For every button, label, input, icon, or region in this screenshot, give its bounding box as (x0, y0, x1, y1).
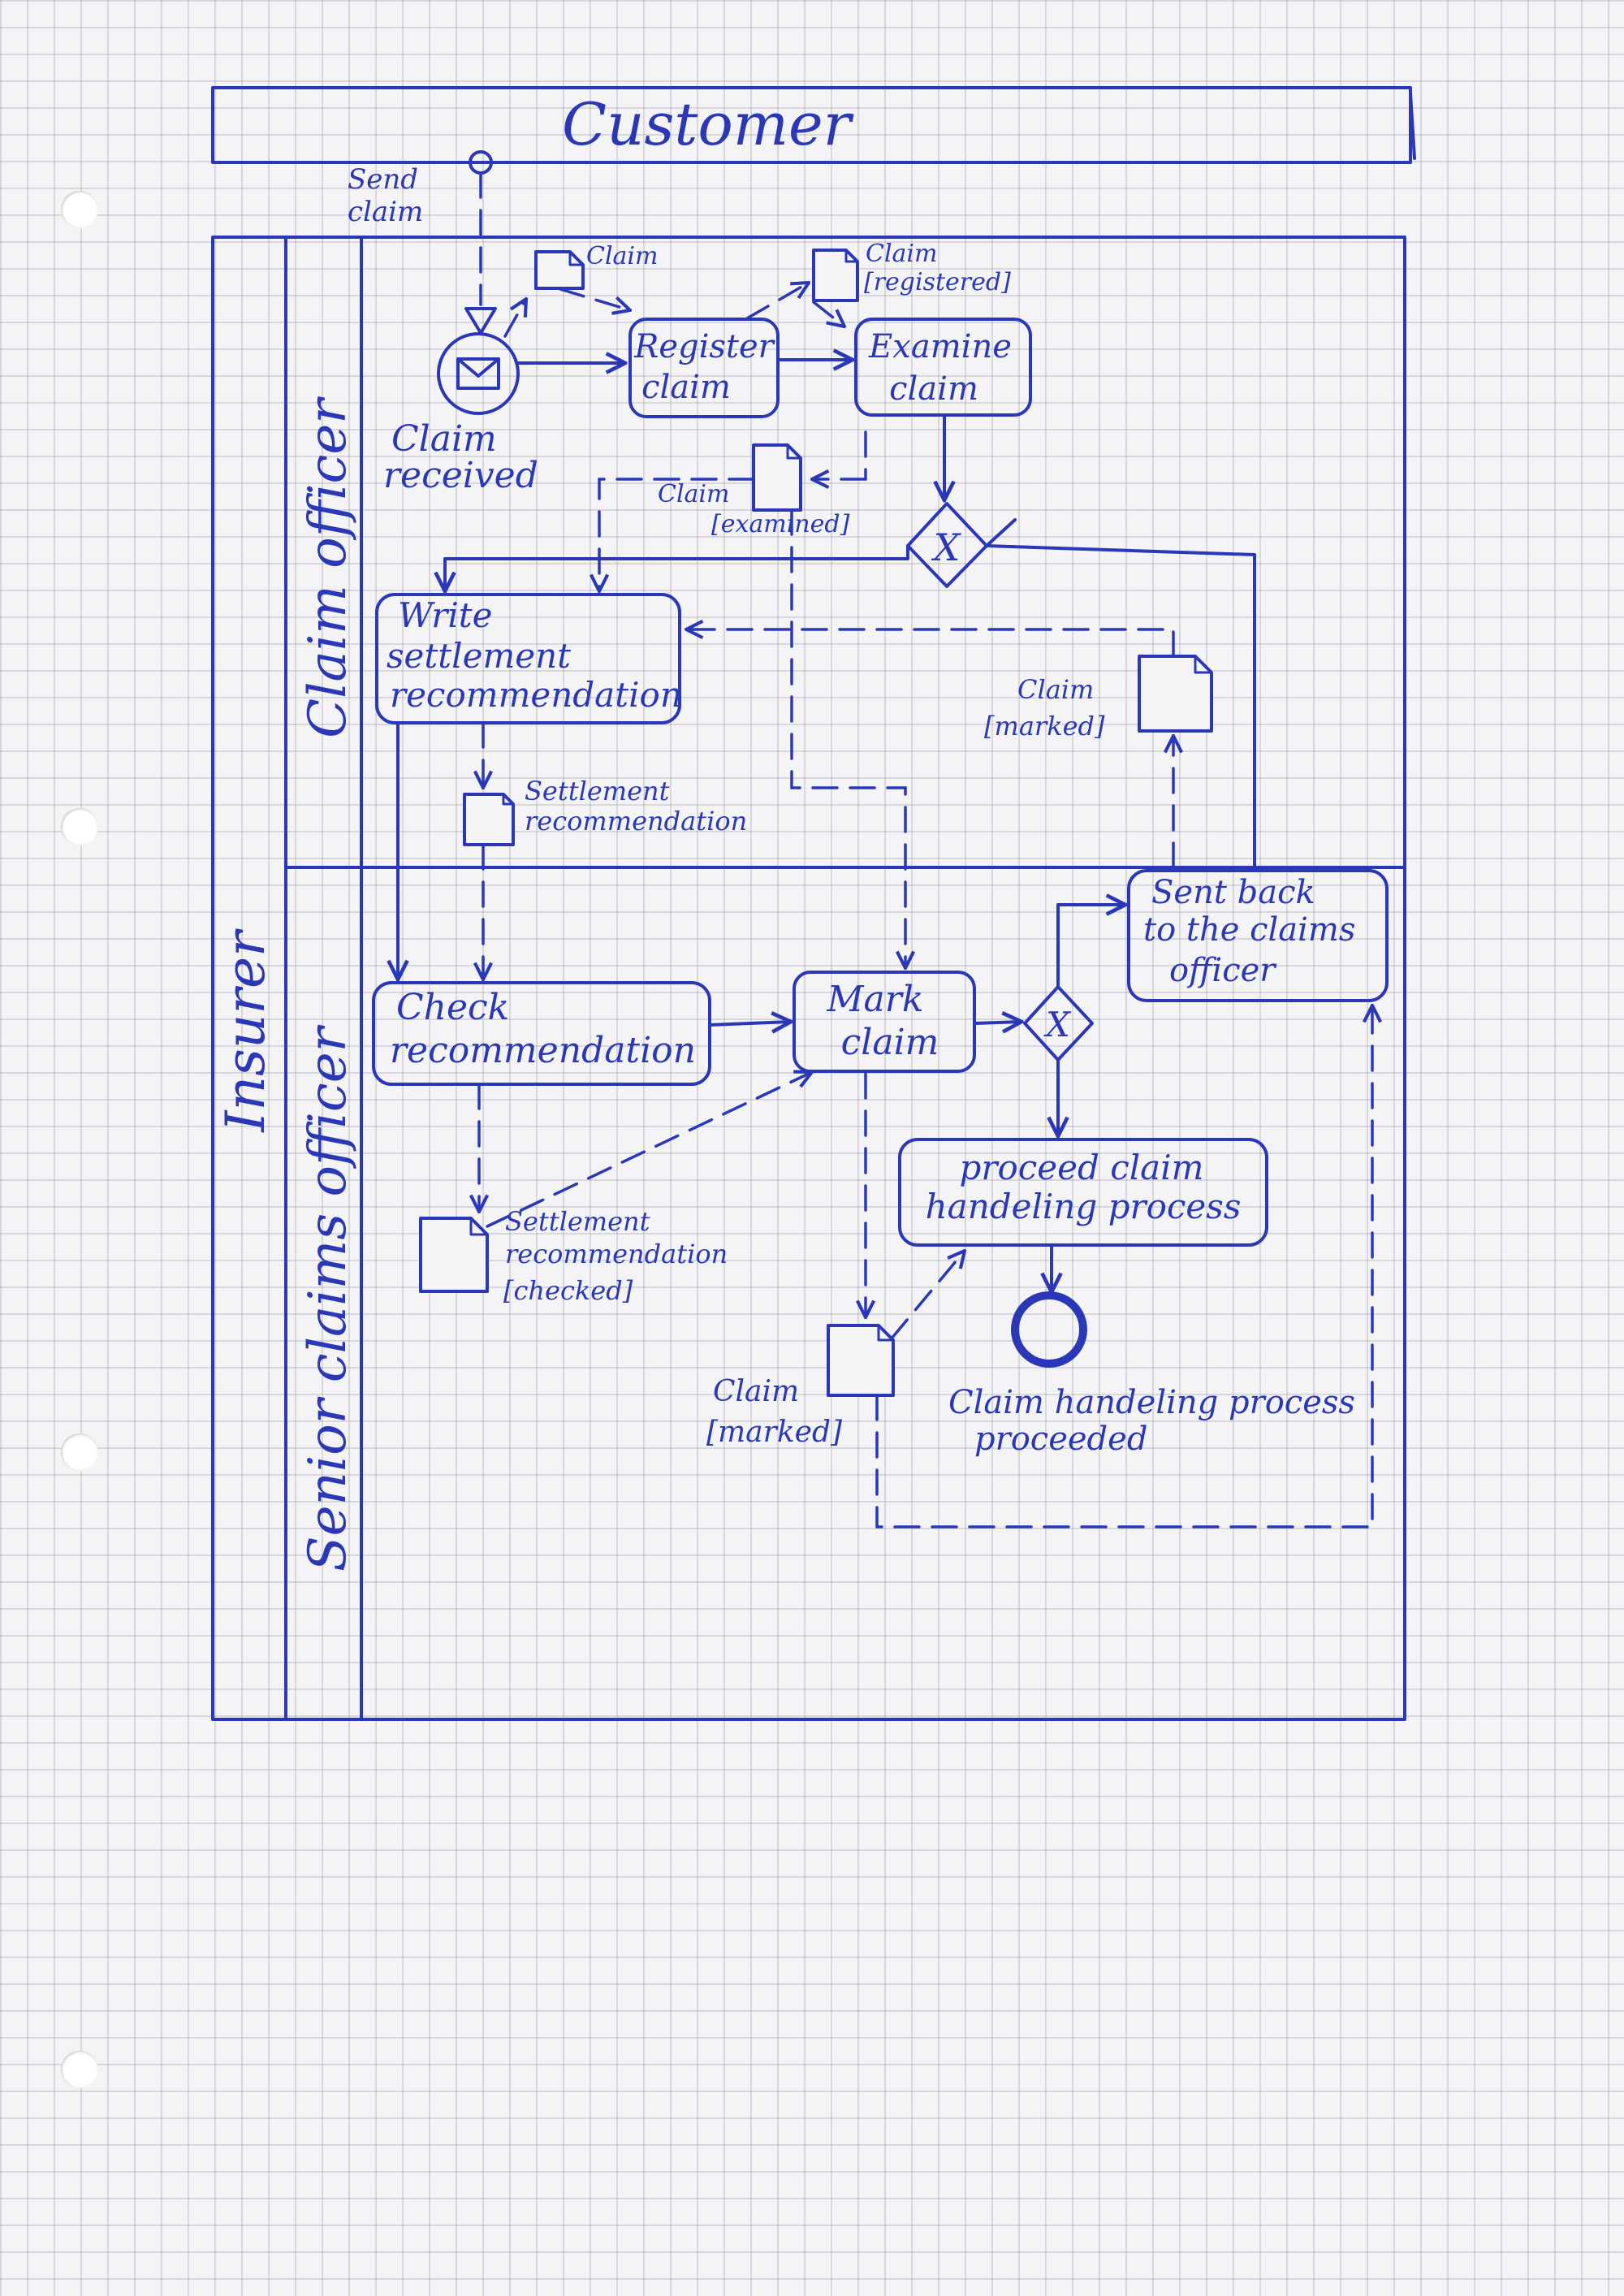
send-claim-label-line2: claim (348, 196, 423, 228)
claim-marked-top-label-line1: Claim (1017, 674, 1094, 705)
sent-back-label-line1: Sent back (1151, 874, 1315, 911)
claim-data-object-label: Claim (586, 242, 658, 270)
check-label-line1: Check (396, 987, 509, 1028)
settlement-recommendation-data-object: Settlement recommendation (463, 776, 747, 846)
mark-claim-label-line2: claim (841, 1022, 939, 1063)
senior-claims-officer-lane-label: Senior claims officer (298, 1024, 358, 1572)
check-label-line2: recommendation (390, 1030, 696, 1071)
data-associations (479, 283, 1372, 1529)
mark-exclusive-gateway: X (1023, 985, 1094, 1062)
proceed-claim-handling-task: proceed claim handeling process (898, 1138, 1268, 1247)
claim-examined-data-object: Claim [examined] (658, 443, 850, 538)
mark-claim-label-line1: Mark (827, 979, 924, 1020)
sent-back-task: Sent back to the claims officer (1127, 869, 1389, 1002)
examine-claim-task: Examine claim (854, 318, 1032, 417)
claim-registered-data-object: Claim [registered] (812, 240, 1011, 302)
claim-examined-label-line1: Claim (658, 480, 729, 508)
check-recommendation-task: Check recommendation (372, 981, 711, 1086)
claims-officer-lane: Claim officer (298, 396, 358, 738)
send-claim-label-line1: Send (348, 163, 418, 196)
claim-registered-label-line2: [registered] (864, 268, 1011, 296)
mark-claim-task: Mark claim (793, 971, 976, 1073)
punch-hole-bottom (61, 2051, 98, 2088)
customer-pool-label: Customer (562, 90, 854, 158)
send-claim-message-flow: Send claim (348, 150, 497, 335)
settlement-label-line1: Settlement (525, 776, 670, 806)
write-settlement-recommendation-task: Write settlement recommendation (375, 593, 682, 724)
settlement-label-line2: recommendation (525, 806, 747, 837)
insurer-pool: Insurer (211, 236, 1406, 1721)
examine-claim-label-line1: Examine (868, 328, 1012, 365)
examine-exclusive-gateway: X (906, 502, 988, 588)
claim-marked-bottom-data-object: Claim [marked] (706, 1324, 895, 1449)
claim-received-label-line1: Claim (391, 418, 497, 460)
claim-marked-bottom-label-line1: Claim (713, 1375, 799, 1408)
punch-hole-top (61, 191, 98, 228)
claim-marked-top-data-object: Claim [marked] (984, 655, 1213, 742)
proceed-label-line1: proceed claim (960, 1148, 1204, 1187)
end-event-label-line2: proceeded (974, 1420, 1147, 1458)
write-label-line1: Write (398, 595, 493, 635)
claim-marked-top-label-line2: [marked] (984, 711, 1105, 742)
register-claim-label-line1: Register (633, 328, 775, 365)
claim-received-start-event: Claim received (383, 332, 538, 496)
end-event-label-line1: Claim handeling process (948, 1384, 1355, 1421)
register-claim-task: Register claim (628, 318, 780, 418)
sequence-flows (398, 360, 1256, 1292)
mark-gateway-symbol: X (1043, 1005, 1072, 1044)
settlement-checked-label-line3: [checked] (503, 1275, 633, 1306)
claim-registered-label-line1: Claim (866, 240, 937, 268)
claim-data-object: Claim (534, 242, 658, 290)
proceed-label-line2: handeling process (926, 1187, 1242, 1226)
claim-marked-bottom-label-line2: [marked] (706, 1416, 843, 1449)
sent-back-label-line3: officer (1169, 952, 1277, 989)
examine-claim-label-line2: claim (889, 370, 978, 408)
write-label-line2: settlement (387, 636, 571, 676)
claims-officer-lane-label: Claim officer (298, 396, 358, 738)
insurer-pool-label: Insurer (214, 928, 277, 1133)
settlement-recommendation-checked-data-object: Settlement recommendation [checked] (419, 1206, 728, 1306)
write-label-line3: recommendation (390, 675, 682, 715)
customer-pool: Customer (211, 86, 1416, 164)
sent-back-label-line2: to the claims (1143, 911, 1355, 949)
senior-claims-officer-lane: Senior claims officer (298, 1024, 358, 1572)
claim-examined-label-line2: [examined] (711, 510, 850, 538)
settlement-checked-label-line1: Settlement (505, 1206, 650, 1237)
punch-hole-lower (61, 1433, 98, 1471)
punch-hole-middle (61, 808, 98, 845)
examine-gateway-symbol: X (931, 525, 962, 569)
claim-received-label-line2: received (383, 455, 538, 496)
register-claim-label-line2: claim (641, 369, 731, 406)
claim-handling-proceeded-end-event: Claim handeling process proceeded (948, 1291, 1355, 1458)
settlement-checked-label-line2: recommendation (505, 1239, 728, 1269)
